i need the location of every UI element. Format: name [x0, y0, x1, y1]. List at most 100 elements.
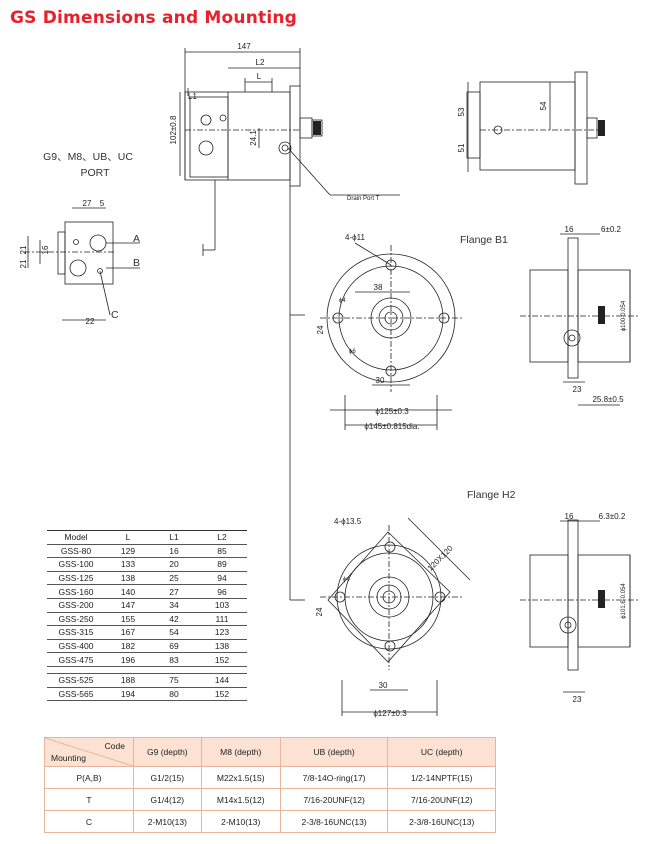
cell: GSS-315 [47, 625, 105, 640]
h2s-16: 16 [565, 512, 574, 521]
table-row: T G1/4(12) M14x1.5(12) 7/16-20UNF(12) 7/… [44, 788, 496, 811]
cell: 27 [151, 584, 197, 599]
cell: 138 [197, 638, 247, 654]
dim-54: 54 [539, 101, 548, 110]
motor-side-view [179, 48, 400, 601]
flange-h2-front-view [320, 517, 471, 716]
cell: 54 [151, 625, 197, 640]
b1-24: 24 [316, 325, 325, 334]
cell: 2-3/8-16UNC(13) [387, 810, 496, 833]
h2-30: 30 [379, 681, 388, 690]
h2-127: ϕ127±0.3 [373, 709, 407, 718]
b1s-16: 16 [565, 225, 574, 234]
h2s-23: 23 [573, 695, 582, 704]
cell: 7/16-20UNF(12) [387, 788, 496, 811]
cell: 123 [197, 625, 247, 640]
cell: 7/16-20UNF(12) [279, 788, 389, 811]
port-code-table: Code Mounting G9 (depth) M8 (depth) UB (… [44, 737, 496, 833]
cell: 147 [105, 597, 151, 613]
cell: 85 [197, 543, 247, 559]
cell: GSS-250 [47, 611, 105, 627]
cell: 194 [105, 686, 151, 702]
dim-l: L [257, 72, 262, 81]
dim-147: 147 [237, 42, 251, 51]
table-row: P(A,B) G1/2(15) M22x1.5(15) 7/8-14O-ring… [44, 766, 496, 789]
dim-102: 102±0.8 [169, 115, 178, 144]
cell: 94 [197, 570, 247, 586]
cell: 196 [105, 652, 151, 667]
b1s-25: 25.8±0.5 [592, 395, 624, 404]
port-a-label: A [133, 233, 140, 245]
cell: 42 [151, 611, 197, 627]
cell: 138 [105, 570, 151, 586]
cell: 25 [151, 570, 197, 586]
cell: 152 [197, 686, 247, 702]
b1-125: ϕ125±0.3 [375, 407, 409, 416]
cell: 133 [105, 557, 151, 572]
corner-code-label: Code [104, 741, 125, 751]
flange-b1-label: Flange B1 [460, 234, 508, 246]
motor-rear-view [466, 71, 605, 185]
shaft-spline-main [313, 121, 321, 135]
h2s-6: 6.3±0.2 [599, 512, 626, 521]
dim-l1: L1 [188, 92, 197, 101]
dim-l2: L2 [256, 58, 265, 67]
col-header: Model [47, 530, 105, 545]
dim-16: 16 [41, 245, 50, 254]
cell: 2-3/8-16UNC(13) [279, 810, 389, 833]
cell: 16 [151, 543, 197, 559]
cell: C [44, 810, 134, 833]
cell: 129 [105, 543, 151, 559]
col-header: L2 [197, 530, 247, 545]
b1s-100: ϕ100-0.054 [621, 300, 627, 331]
cell: M14x1.5(12) [200, 788, 281, 811]
dim-53: 53 [457, 107, 466, 116]
cell: 69 [151, 638, 197, 654]
h2s-101: ϕ101.6-0.054 [621, 583, 627, 619]
corner-header: Code Mounting [44, 737, 134, 767]
cell: 182 [105, 638, 151, 654]
port-detail [24, 207, 140, 321]
flange-h2-label: Flange H2 [467, 489, 516, 501]
b1-30: 30 [376, 376, 385, 385]
cell: GSS-525 [47, 672, 105, 688]
cell: 96 [197, 584, 247, 599]
shaft-spline-b1 [598, 306, 605, 324]
col-header: M8 (depth) [200, 737, 281, 767]
model-table-header: Model L L1 L2 [47, 530, 247, 545]
dim-21b: 21 [19, 259, 28, 268]
table-row: C 2-M10(13) 2-M10(13) 2-3/8-16UNC(13) 2-… [44, 810, 496, 833]
col-header: UC (depth) [387, 737, 496, 767]
cell: GSS-125 [47, 570, 105, 586]
cell: GSS-100 [47, 557, 105, 572]
b1s-23: 23 [573, 385, 582, 394]
cell: 34 [151, 597, 197, 613]
cell: 7/8-14O-ring(17) [279, 766, 389, 789]
cell: M22x1.5(15) [200, 766, 281, 789]
page-title: GS Dimensions and Mounting [10, 8, 298, 28]
shaft-spline-h2 [598, 590, 605, 608]
cell: GSS-475 [47, 652, 105, 667]
cell: P(A,B) [44, 766, 134, 789]
cell: 89 [197, 557, 247, 572]
cell: GSS-80 [47, 543, 105, 559]
h2-120: 120X120 [426, 543, 455, 572]
cell: 103 [197, 597, 247, 613]
cell: 140 [105, 584, 151, 599]
dim-24-1: 24.1 [249, 130, 258, 146]
cell: GSS-160 [47, 584, 105, 599]
col-header: L [105, 530, 151, 545]
b1-holes: 4-ϕ11 [345, 233, 365, 242]
flange-b1-front-view [320, 242, 462, 430]
cell: 2-M10(13) [200, 810, 281, 833]
cell: GSS-200 [47, 597, 105, 613]
dim-27: 27 [83, 199, 92, 208]
cell: 152 [197, 652, 247, 667]
